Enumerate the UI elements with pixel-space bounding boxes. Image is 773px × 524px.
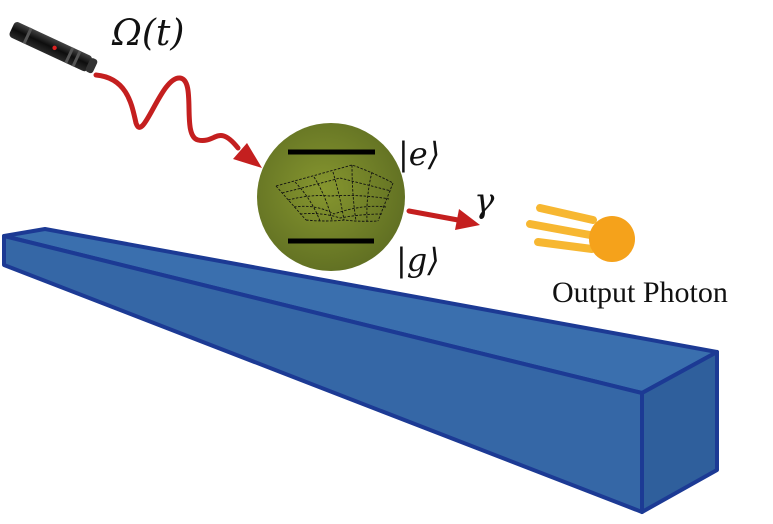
drive-wave <box>93 72 241 151</box>
potential-mesh <box>275 164 394 222</box>
output-photon-label: Output Photon <box>552 276 728 309</box>
drive-label: Ω(t) <box>112 13 185 54</box>
emission-arrow <box>406 208 480 230</box>
waveguide-end-face <box>640 350 719 514</box>
decay-rate-label: γ <box>474 181 495 221</box>
excited-state-label: |e⟩ <box>398 135 441 173</box>
quantum-emitter-icon <box>257 123 405 271</box>
drive-arrowhead <box>233 143 262 168</box>
ground-state-label: |g⟩ <box>396 241 440 279</box>
waveguide-front-face <box>2 234 644 514</box>
laser-pointer-icon <box>9 22 98 74</box>
waveguide <box>2 227 719 514</box>
photon-icon <box>526 204 635 262</box>
